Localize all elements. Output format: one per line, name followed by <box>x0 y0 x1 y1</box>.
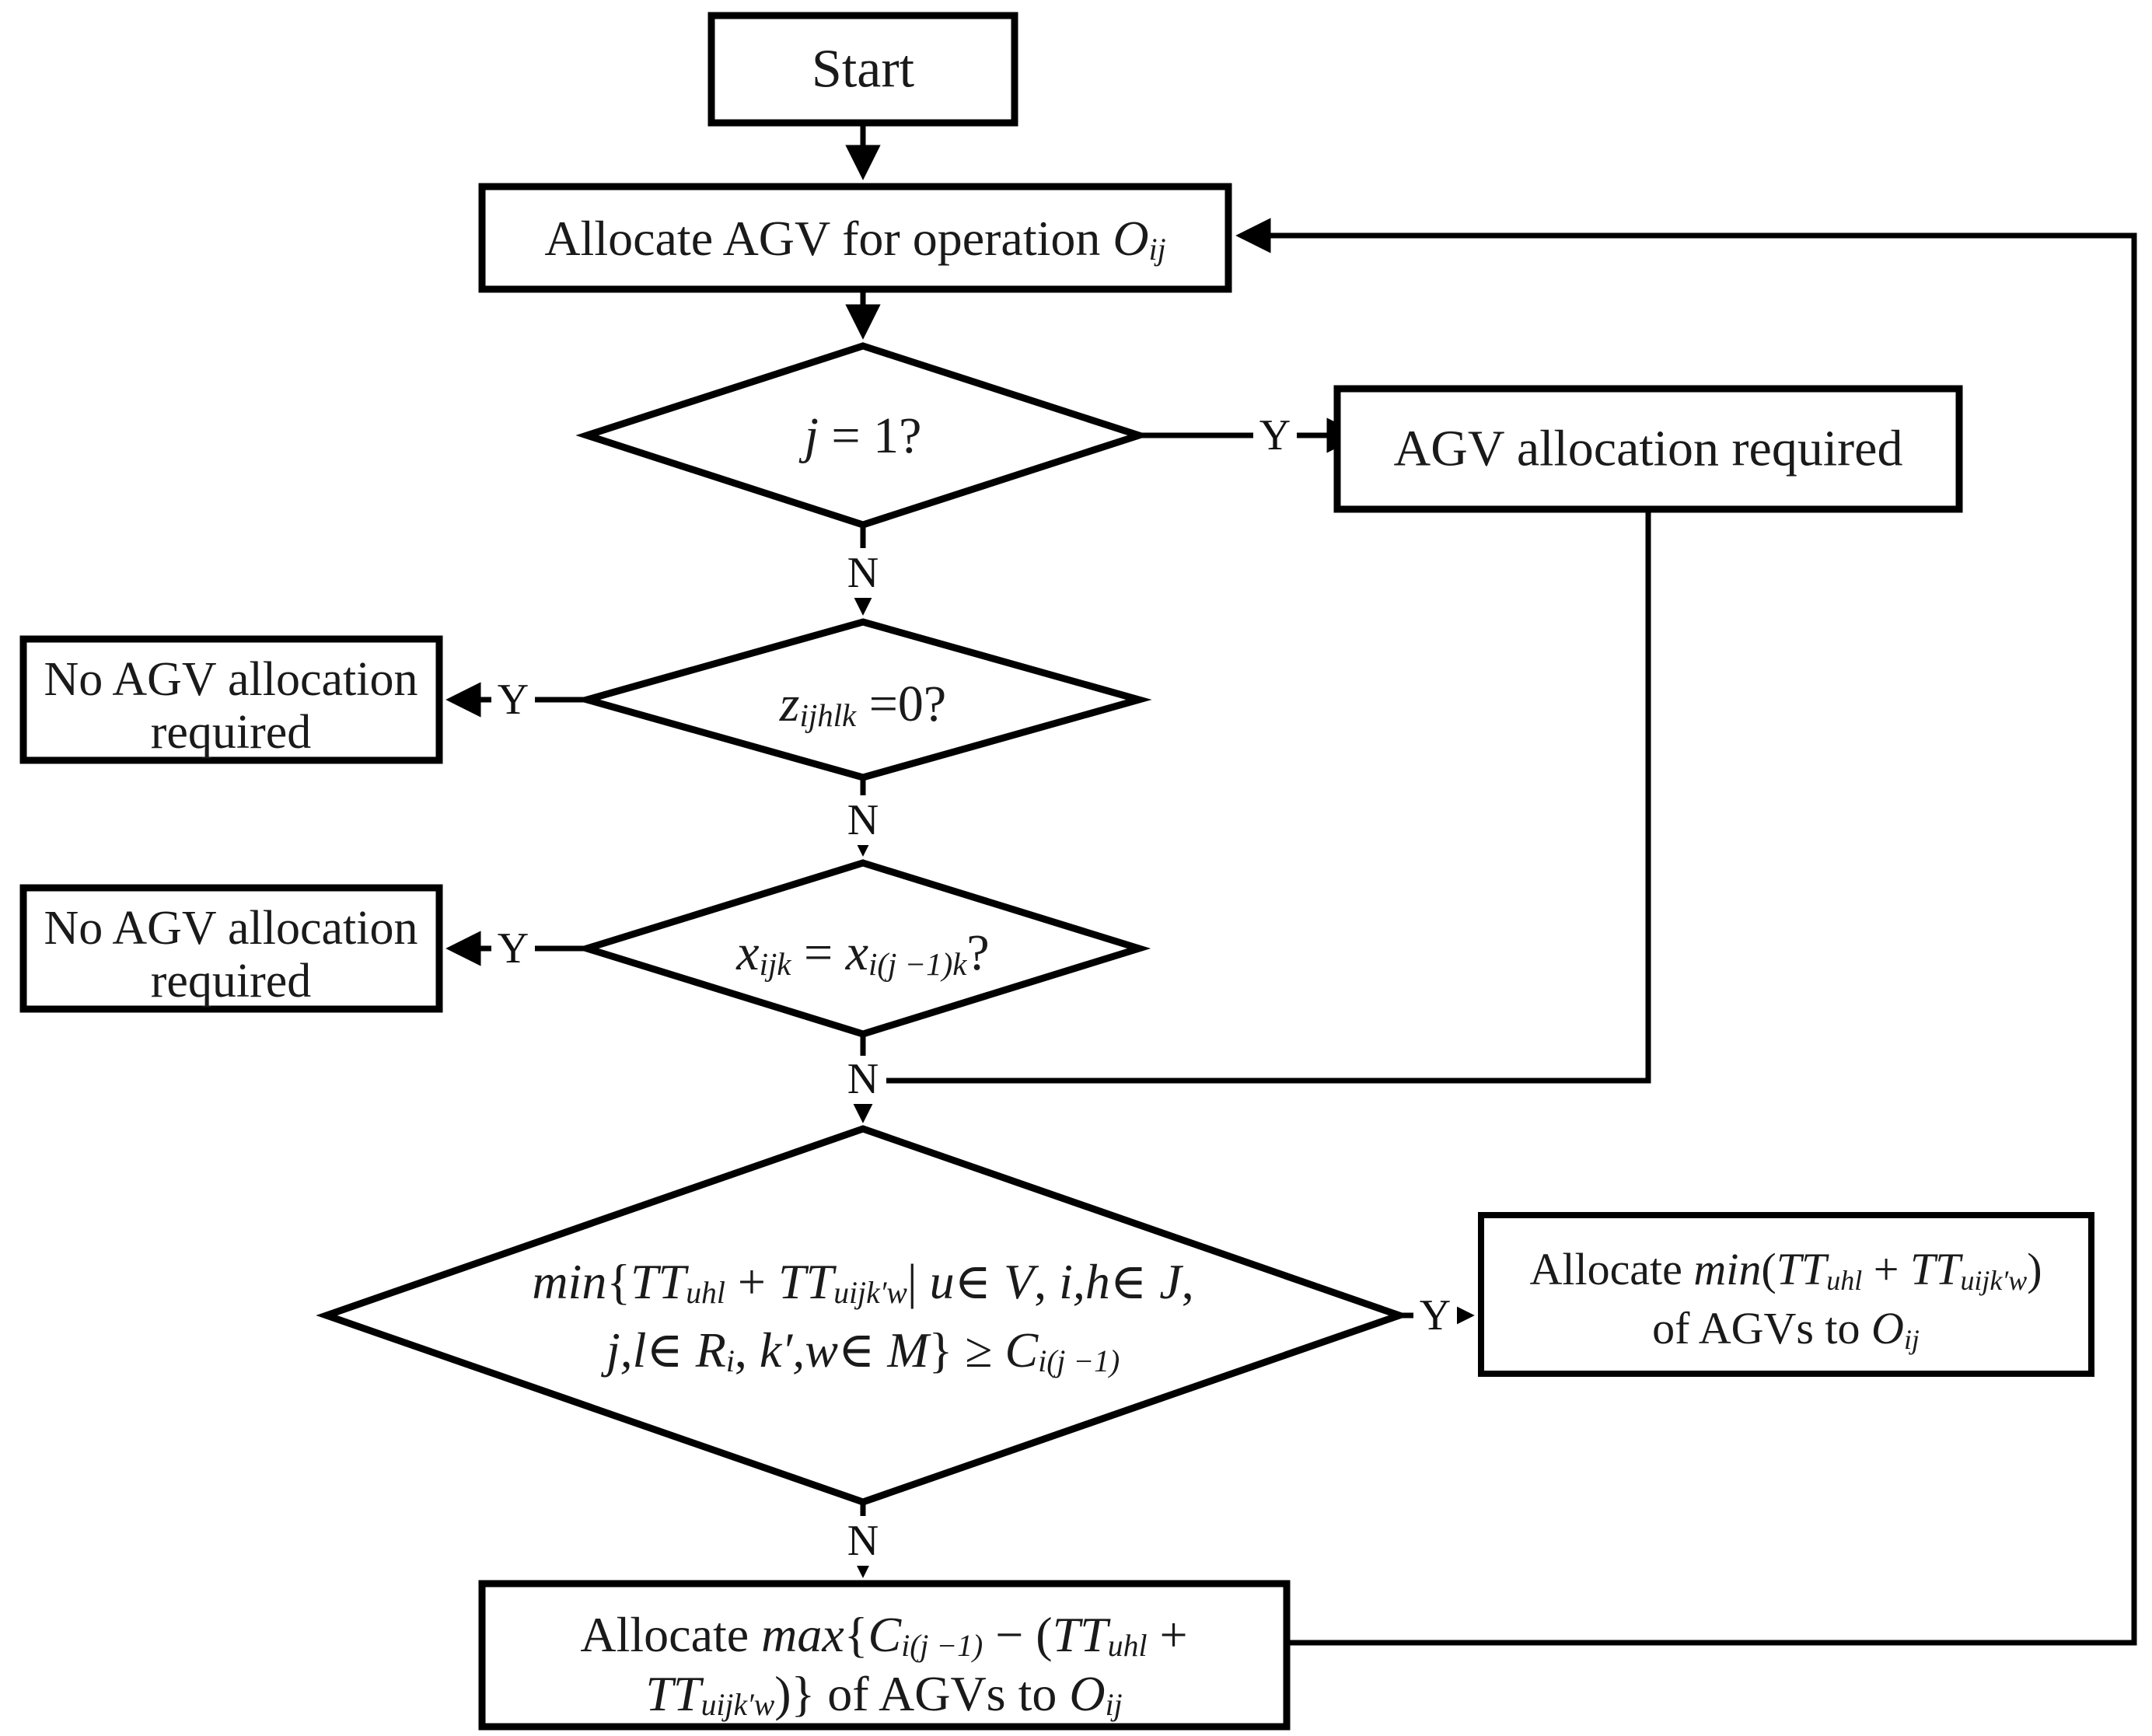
allocate-max-line2: TTuijk′w)} of AGVs to Oij <box>645 1666 1122 1723</box>
decision-min-travel-time-line2: j,l∈ Ri, k′,w∈ M} ≥ Ci(j −1) <box>601 1322 1120 1379</box>
start-label: Start <box>812 40 915 100</box>
decision-z-equals-0-label: zijhlk =0? <box>779 676 946 733</box>
agv-allocation-required-node: AGV allocation required <box>1333 385 1963 513</box>
branch-label-d4-no: N <box>840 1516 886 1566</box>
allocate-max-node: Allocate max{Ci(j −1) − (TTuhl + TTuijk′… <box>478 1580 1291 1731</box>
decision-x-equals-x: xijk = xi(j −1)k? <box>575 859 1151 1038</box>
svg-text:N: N <box>847 796 879 844</box>
branch-label-d3-yes: Y <box>491 924 535 973</box>
decision-j-equals-1-label: j = 1? <box>798 407 922 464</box>
svg-text:Y: Y <box>498 676 529 724</box>
no-agv-allocation-1-line2: required <box>151 706 312 759</box>
start-node: Start <box>707 12 1018 127</box>
svg-text:Y: Y <box>1259 411 1291 459</box>
decision-min-travel-time-line1: min{TTuhl + TTuijk′w| u∈ V, i,h∈ J, <box>532 1254 1193 1311</box>
branch-label-d1-yes: Y <box>1253 410 1297 460</box>
svg-text:N: N <box>847 1517 879 1565</box>
allocate-agv-node: Allocate AGV for operation Oij <box>478 183 1232 293</box>
branch-label-d4-yes: Y <box>1413 1291 1457 1340</box>
branch-label-d3-no: N <box>840 1055 886 1104</box>
no-agv-allocation-1-line1: No AGV allocation <box>44 653 417 706</box>
svg-text:N: N <box>847 1055 879 1103</box>
svg-text:Y: Y <box>498 924 529 973</box>
branch-label-d2-no: N <box>840 795 886 845</box>
edge-agv-required-merge-line <box>868 509 1651 1084</box>
edge-max-box-loop-to-allocate <box>1235 218 2137 1646</box>
no-agv-allocation-2-line1: No AGV allocation <box>44 902 417 955</box>
no-agv-allocation-node-1: No AGV allocation required <box>19 635 443 764</box>
decision-j-equals-1: j = 1? <box>575 342 1151 529</box>
allocate-max-line1: Allocate max{Ci(j −1) − (TTuhl + <box>580 1607 1187 1664</box>
agv-allocation-required-label: AGV allocation required <box>1394 421 1903 477</box>
allocate-min-node: Allocate min(TTuhl + TTuijk′w) of AGVs t… <box>1478 1212 2094 1377</box>
no-agv-allocation-node-2: No AGV allocation required <box>19 884 443 1013</box>
no-agv-allocation-2-line2: required <box>151 955 312 1008</box>
decision-z-equals-0: zijhlk =0? <box>574 618 1152 781</box>
svg-text:Y: Y <box>1420 1291 1451 1340</box>
allocate-agv-label: Allocate AGV for operation Oij <box>544 211 1165 267</box>
svg-text:N: N <box>847 549 879 597</box>
decision-x-equals-x-label: xijk = xi(j −1)k? <box>735 924 989 982</box>
branch-label-d1-no: N <box>840 548 886 598</box>
branch-label-d2-yes: Y <box>491 675 535 725</box>
decision-min-travel-time: min{TTuhl + TTuijk′w| u∈ V, i,h∈ J, j,l∈… <box>316 1125 1410 1506</box>
allocate-min-line2: of AGVs to Oij <box>1652 1303 1920 1356</box>
allocate-min-line1: Allocate min(TTuhl + TTuijk′w) <box>1529 1244 2042 1297</box>
